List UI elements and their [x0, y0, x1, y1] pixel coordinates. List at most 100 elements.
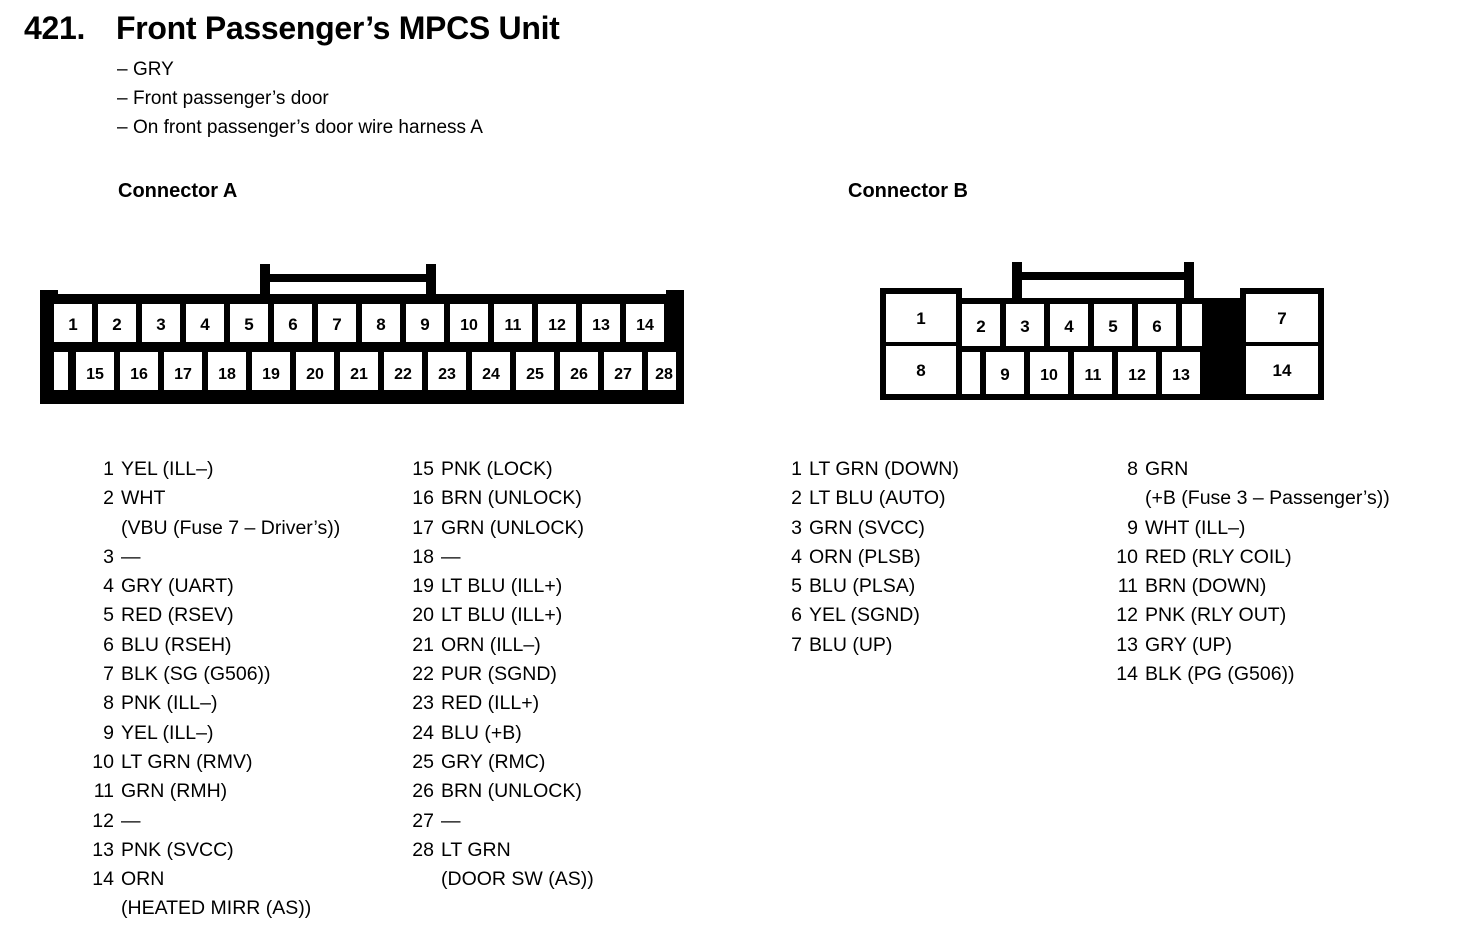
pin-number: 1 [103, 458, 114, 480]
pin-label: 11 [505, 317, 522, 334]
pin-label: 18 [218, 366, 236, 383]
connector-a-top-row: 1 2 3 4 5 6 7 8 9 10 11 12 13 14 [48, 300, 676, 346]
pin-list-row: 1 LT GRN (DOWN) [790, 455, 1080, 484]
pin-number: 12 [92, 809, 114, 832]
pin-label: 3 [1020, 317, 1029, 336]
pin-label: 16 [130, 366, 148, 383]
pin-label: 9 [420, 315, 429, 334]
pin-description: GRN [1145, 458, 1189, 480]
pin-label: 14 [1273, 361, 1292, 380]
pin-description: GRN (UNLOCK) [441, 516, 585, 539]
header-bullet-label: On front passenger’s door wire harness A [133, 117, 483, 138]
dash-glyph: – [117, 117, 128, 138]
pin-list-row: 18— [408, 543, 688, 572]
dash-glyph: – [117, 88, 128, 109]
pin-number: 1 [791, 458, 802, 480]
pin-label: 25 [526, 366, 544, 383]
pin-label: 17 [174, 366, 192, 383]
pin-description: PUR (SGND) [441, 663, 557, 686]
pin-label: 5 [1108, 317, 1117, 336]
pin-label: 28 [655, 366, 673, 383]
pin-label: 5 [244, 315, 253, 334]
pin-description: PNK (ILL–) [121, 692, 218, 715]
pin-number: 25 [412, 750, 434, 773]
pin-number: 22 [412, 663, 434, 686]
pin-label: 8 [376, 315, 385, 334]
pin-label: 6 [288, 315, 297, 334]
pin-label: 27 [614, 366, 632, 383]
pin-label: 22 [394, 366, 412, 383]
pin-label: 3 [156, 315, 165, 334]
pin-label: 4 [200, 315, 210, 334]
pin-description: WHT (ILL–) [1145, 516, 1246, 539]
pin-list-row: 3— [88, 543, 388, 572]
pin-label: 6 [1152, 317, 1161, 336]
pin-label: 10 [460, 317, 478, 334]
connector-b-diagram: 1 7 8 14 2 3 4 5 6 9 10 11 12 13 [878, 260, 1326, 413]
pin-description: GRN (RMH) [121, 780, 228, 803]
pin-label: 2 [112, 315, 121, 334]
pin-description: RED (RSEV) [121, 604, 234, 627]
pin-number: 18 [412, 545, 434, 568]
pin-number: 17 [412, 516, 434, 539]
pin-label: 9 [1000, 365, 1009, 384]
pin-description: LT BLU (ILL+) [441, 604, 563, 627]
pin-label: 11 [1085, 367, 1102, 384]
pin-description: LT GRN (DOWN) [809, 458, 959, 480]
pin-label: 13 [592, 317, 610, 334]
pin-list-row: 22 PUR (SGND) [408, 660, 688, 689]
pin-description: — [121, 809, 141, 832]
connector-a-shell [40, 264, 684, 406]
pin-number: 7 [791, 633, 802, 656]
pin-description: BRN (UNLOCK) [441, 487, 582, 510]
pin-description: ORN [121, 868, 165, 891]
pin-label: 12 [548, 317, 566, 334]
pin-description-continuation: (+B (Fuse 3 – Passenger’s)) [1145, 487, 1390, 510]
pin-label: 1 [68, 315, 77, 334]
pin-description: ORN (ILL–) [441, 633, 541, 656]
pin-label: 24 [482, 366, 500, 383]
pin-number: 6 [103, 633, 114, 656]
pin-number: 3 [103, 545, 114, 568]
pin-description: GRN (SVCC) [809, 516, 925, 539]
pin-list-row: 16 BRN (UNLOCK) [408, 484, 688, 513]
dash-glyph: – [117, 59, 128, 80]
pin-number: 3 [791, 516, 802, 539]
pin-label: 4 [1064, 317, 1074, 336]
pin-label: 1 [916, 309, 925, 328]
pin-description: RED (ILL+) [441, 692, 540, 715]
pin-description: GRY (RMC) [441, 750, 546, 773]
connector-b-svg: 1 7 8 14 2 3 4 5 6 9 10 11 12 13 [880, 262, 1324, 400]
pin-description: BLU (PLSA) [809, 575, 916, 598]
pin-description: GRY (UP) [1145, 633, 1233, 656]
pin-list-row: 25 GRY (RMC) [408, 748, 688, 777]
pin-number: 4 [103, 575, 114, 598]
header-bullet: –GRY [117, 55, 1124, 84]
pin-description: YEL (SGND) [809, 604, 920, 627]
pin-number: 16 [412, 487, 434, 510]
pin-label: 20 [306, 366, 324, 383]
pin-label: 23 [438, 366, 456, 383]
pin-description: BLK (SG (G506)) [121, 663, 271, 686]
pin-label: 10 [1040, 367, 1058, 384]
pin-list-row: 12 — [88, 807, 388, 836]
pin-description: BLU (RSEH) [121, 633, 232, 656]
pin-number: 6 [791, 604, 802, 627]
